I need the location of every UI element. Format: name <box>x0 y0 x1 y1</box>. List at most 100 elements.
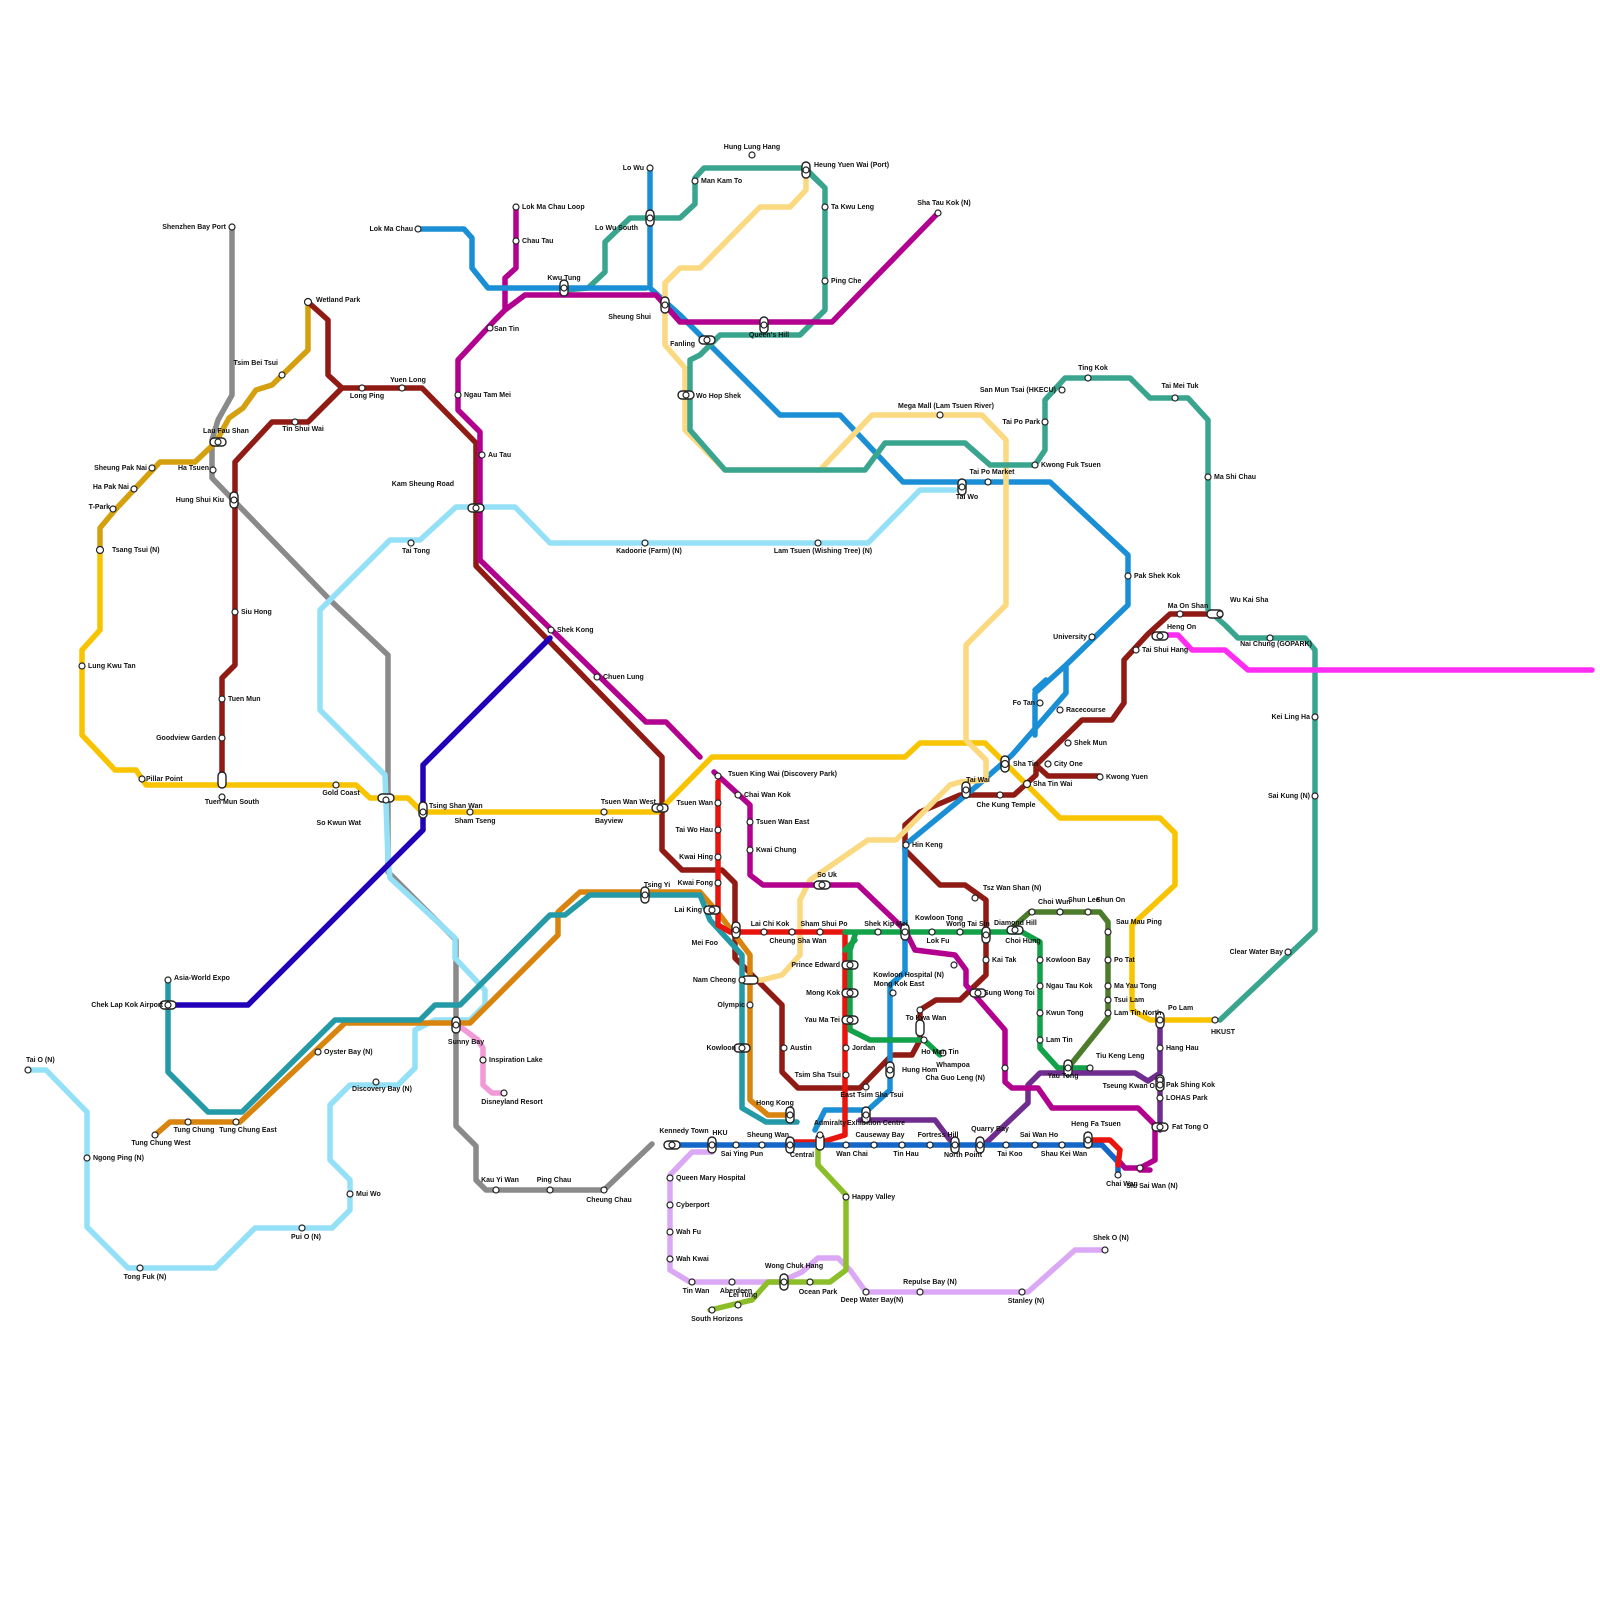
station-marker[interactable] <box>1284 948 1292 956</box>
station-label[interactable]: Tin Shui Wai <box>282 426 324 433</box>
station-label[interactable]: Siu Sai Wan (N) <box>1126 1183 1177 1190</box>
station-label[interactable]: Kwai Hing <box>679 854 713 861</box>
station-marker[interactable] <box>728 1278 736 1286</box>
station-marker[interactable] <box>1124 572 1132 580</box>
station-marker[interactable] <box>478 451 486 459</box>
station-label[interactable]: Tsui Lam <box>1114 997 1144 1004</box>
station-label[interactable]: Tsim Sha Tsui <box>795 1072 841 1079</box>
station-label[interactable]: Hung Shui Kiu <box>176 497 224 504</box>
station-label[interactable]: Pak Shing Kok <box>1166 1082 1215 1089</box>
station-label[interactable]: Lung Kwu Tan <box>88 663 136 670</box>
station-marker[interactable] <box>1011 926 1019 934</box>
station-marker[interactable] <box>934 209 942 217</box>
station-label[interactable]: Sai Kung (N) <box>1268 793 1310 800</box>
station-label[interactable]: Lei Tung <box>729 1292 758 1299</box>
station-label[interactable]: Pillar Point <box>146 776 183 783</box>
station-marker[interactable] <box>688 1278 696 1286</box>
station-marker[interactable] <box>1018 1288 1026 1296</box>
station-marker[interactable] <box>802 166 810 174</box>
station-label[interactable]: Mong Kok <box>806 990 840 997</box>
station-label[interactable]: Chuen Lung <box>603 674 644 681</box>
station-marker[interactable] <box>303 297 313 307</box>
station-marker[interactable] <box>748 151 756 159</box>
station-label[interactable]: Tai Shui Hang <box>1142 647 1188 654</box>
station-label[interactable]: Sai Ying Pun <box>721 1151 763 1158</box>
station-marker[interactable] <box>902 841 910 849</box>
station-marker[interactable] <box>814 539 822 547</box>
station-marker[interactable] <box>78 662 86 670</box>
station-marker[interactable] <box>926 1141 934 1149</box>
station-label[interactable]: Sai Wan Ho <box>1020 1132 1058 1139</box>
station-marker[interactable] <box>661 301 669 309</box>
station-label[interactable]: Tai Mei Tuk <box>1161 383 1198 390</box>
station-label[interactable]: Goodview Garden <box>156 735 216 742</box>
station-label[interactable]: Lam Tin North <box>1114 1010 1161 1017</box>
station-marker[interactable] <box>1156 1044 1164 1052</box>
station-label[interactable]: Chai Wan <box>1106 1181 1138 1188</box>
station-label[interactable]: Kowloon Tong <box>915 915 963 922</box>
station-marker[interactable] <box>996 791 1004 799</box>
station-marker[interactable] <box>846 989 854 997</box>
station-label[interactable]: Sau Mau Ping <box>1116 919 1162 926</box>
station-label[interactable]: Long Ping <box>350 393 384 400</box>
station-label[interactable]: Ngong Ping (N) <box>93 1155 144 1162</box>
station-label[interactable]: Yau Tong <box>1048 1073 1079 1080</box>
station-marker[interactable] <box>1132 646 1140 654</box>
station-label[interactable]: Kam Sheung Road <box>392 481 454 488</box>
station-label[interactable]: Lai Chi Kok <box>751 921 790 928</box>
station-marker[interactable] <box>780 1044 788 1052</box>
interchange-marker[interactable] <box>217 771 227 789</box>
station-marker[interactable] <box>956 928 964 936</box>
station-marker[interactable] <box>738 976 746 984</box>
station-marker[interactable] <box>218 695 226 703</box>
station-marker[interactable] <box>560 284 568 292</box>
station-label[interactable]: So Kwun Wat <box>317 820 362 827</box>
station-marker[interactable] <box>1104 996 1112 1004</box>
station-marker[interactable] <box>1044 760 1052 768</box>
station-marker[interactable] <box>916 1006 924 1014</box>
station-marker[interactable] <box>714 772 722 780</box>
station-label[interactable]: Sha Tau Kok (N) <box>917 200 971 207</box>
station-marker[interactable] <box>419 808 427 816</box>
station-marker[interactable] <box>1036 1036 1044 1044</box>
station-marker[interactable] <box>1022 779 1032 789</box>
station-label[interactable]: Wo Hop Shek <box>696 393 741 400</box>
station-marker[interactable] <box>641 891 649 899</box>
station-label[interactable]: Hin Keng <box>912 842 943 849</box>
station-marker[interactable] <box>1036 1009 1044 1017</box>
station-label[interactable]: Yau Ma Tei <box>804 1017 840 1024</box>
station-marker[interactable] <box>1031 1141 1039 1149</box>
station-label[interactable]: Choi Wun <box>1038 899 1071 906</box>
station-marker[interactable] <box>1058 1141 1066 1149</box>
station-marker[interactable] <box>734 791 742 799</box>
station-label[interactable]: Man Kam To <box>701 178 742 185</box>
station-marker[interactable] <box>1171 394 1179 402</box>
station-marker[interactable] <box>842 1071 850 1079</box>
station-label[interactable]: Kei Ling Ha <box>1271 714 1310 721</box>
station-label[interactable]: Austin <box>790 1045 812 1052</box>
station-label[interactable]: Kwu Tung <box>547 275 580 282</box>
station-label[interactable]: Kwong Fuk Tsuen <box>1041 462 1101 469</box>
station-label[interactable]: Fo Tan <box>1013 700 1035 707</box>
station-marker[interactable] <box>230 496 238 504</box>
station-marker[interactable] <box>898 1141 906 1149</box>
station-marker[interactable] <box>821 277 829 285</box>
station-label[interactable]: Chek Lap Kok Airport <box>91 1002 163 1009</box>
station-label[interactable]: Wah Kwai <box>676 1256 709 1263</box>
station-label[interactable]: LOHAS Park <box>1166 1095 1208 1102</box>
station-label[interactable]: Deep Water Bay(N) <box>841 1297 904 1304</box>
station-marker[interactable] <box>786 1111 794 1119</box>
station-marker[interactable] <box>228 223 236 231</box>
station-label[interactable]: Kowloon <box>706 1045 736 1052</box>
station-marker[interactable] <box>842 1193 850 1201</box>
station-label[interactable]: Shenzhen Bay Port <box>162 224 226 231</box>
station-marker[interactable] <box>788 928 796 936</box>
station-label[interactable]: Tai Wo Hau <box>676 827 713 834</box>
station-marker[interactable] <box>842 1141 850 1149</box>
station-marker[interactable] <box>886 1066 894 1074</box>
station-label[interactable]: Kennedy Town <box>659 1128 708 1135</box>
station-label[interactable]: Whampoa <box>936 1062 970 1069</box>
station-label[interactable]: Kwong Yuen <box>1106 774 1148 781</box>
station-marker[interactable] <box>130 485 138 493</box>
station-label[interactable]: HKUST <box>1211 1029 1236 1036</box>
